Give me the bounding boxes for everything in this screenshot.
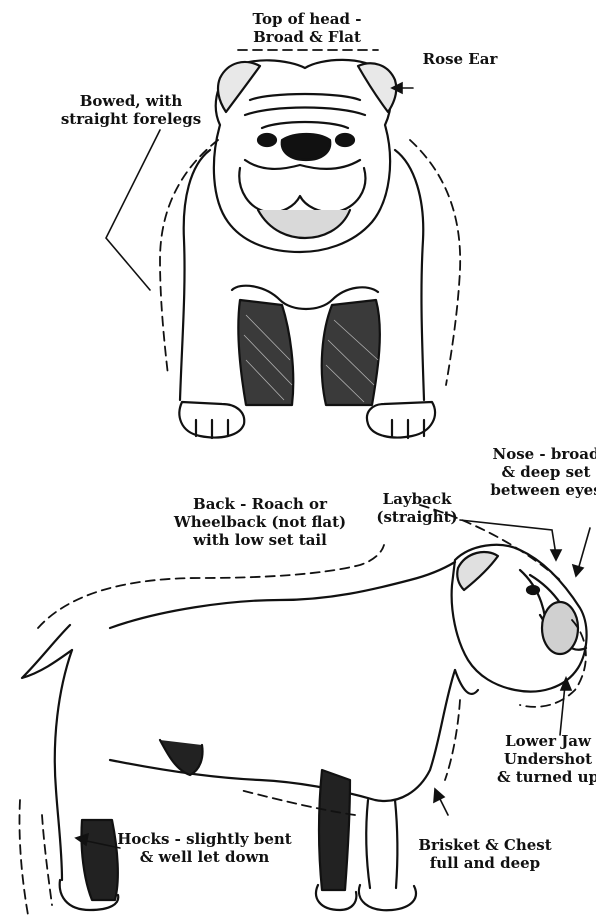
label-line: between eyes (476, 481, 596, 499)
label-line: & turned up (488, 768, 596, 786)
label-line: with low set tail (170, 531, 350, 549)
label-line: Broad & Flat (232, 28, 382, 46)
label-line: Back - Roach or (170, 495, 350, 513)
label-line: straight forelegs (46, 110, 216, 128)
label-rose-ear: Rose Ear (410, 50, 510, 68)
label-layback: Layback (straight) (372, 490, 462, 526)
label-top-of-head: Top of head - Broad & Flat (232, 10, 382, 46)
label-line: Lower Jaw (488, 732, 596, 750)
label-lower-jaw: Lower Jaw Undershot & turned up (488, 732, 596, 786)
label-line: Wheelback (not flat) (170, 513, 350, 531)
label-line: (straight) (372, 508, 462, 526)
label-line: Top of head - (232, 10, 382, 28)
label-line: & well let down (112, 848, 297, 866)
label-line: Bowed, with (46, 92, 216, 110)
label-brisket-chest: Brisket & Chest full and deep (405, 836, 565, 872)
label-line: Hocks - slightly bent (112, 830, 297, 848)
label-line: Rose Ear (410, 50, 510, 68)
label-line: Brisket & Chest (405, 836, 565, 854)
label-back-roach: Back - Roach or Wheelback (not flat) wit… (170, 495, 350, 549)
label-line: full and deep (405, 854, 565, 872)
label-line: Nose - broad (476, 445, 596, 463)
front-view-bulldog (179, 60, 435, 438)
label-line: & deep set (476, 463, 596, 481)
label-hocks: Hocks - slightly bent & well let down (112, 830, 297, 866)
label-line: Layback (372, 490, 462, 508)
label-nose: Nose - broad & deep set between eyes (476, 445, 596, 499)
label-bowed-forelegs: Bowed, with straight forelegs (46, 92, 216, 128)
label-line: Undershot (488, 750, 596, 768)
